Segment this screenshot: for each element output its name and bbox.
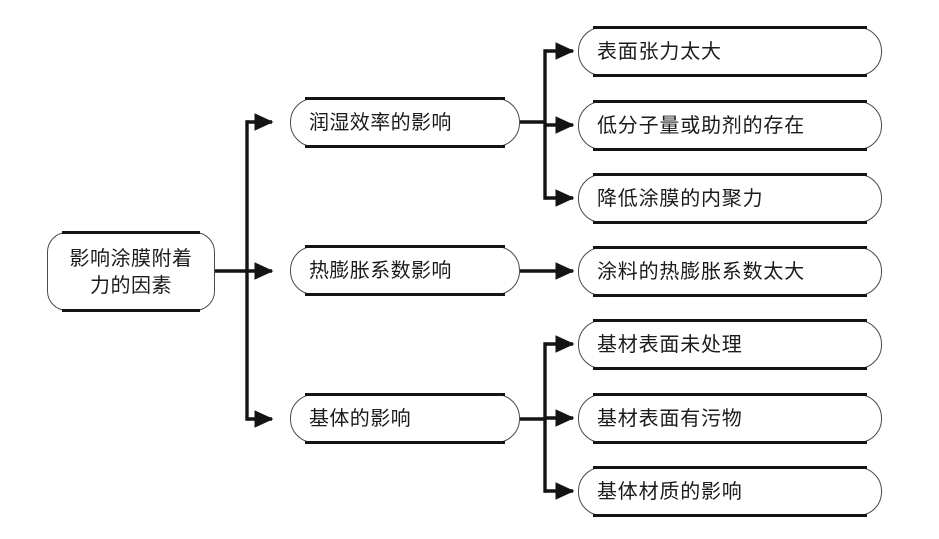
node-leaf-dirty-surface[interactable]: 基材表面有污物 xyxy=(578,393,882,444)
edge-substrate-trunk xyxy=(520,335,575,500)
node-leaf-cohesion-label: 降低涂膜的内聚力 xyxy=(597,186,764,211)
node-leaf-untreated-surface[interactable]: 基材表面未处理 xyxy=(578,319,882,370)
node-leaf-substrate-material[interactable]: 基体材质的影响 xyxy=(578,466,882,517)
node-leaf-low-molecular[interactable]: 低分子量或助剂的存在 xyxy=(578,100,882,151)
node-leaf-dirty-surface-label: 基材表面有污物 xyxy=(597,406,743,431)
node-root-label: 影响涂膜附着 力的因素 xyxy=(69,246,193,297)
node-leaf-untreated-surface-label: 基材表面未处理 xyxy=(597,332,743,357)
node-leaf-cohesion[interactable]: 降低涂膜的内聚力 xyxy=(578,173,882,224)
node-branch-wetting-label: 润湿效率的影响 xyxy=(309,110,452,135)
edge-wetting-trunk xyxy=(520,42,575,207)
node-leaf-surface-tension-label: 表面张力太大 xyxy=(597,39,722,64)
node-branch-wetting[interactable]: 润湿效率的影响 xyxy=(290,97,520,148)
node-leaf-surface-tension[interactable]: 表面张力太大 xyxy=(578,26,882,77)
node-leaf-low-molecular-label: 低分子量或助剂的存在 xyxy=(597,113,805,138)
node-branch-substrate[interactable]: 基体的影响 xyxy=(290,393,520,444)
node-leaf-substrate-material-label: 基体材质的影响 xyxy=(597,479,743,504)
node-branch-thermal-expansion-label: 热膨胀系数影响 xyxy=(309,258,452,283)
node-branch-thermal-expansion[interactable]: 热膨胀系数影响 xyxy=(290,245,520,296)
node-leaf-coating-expansion-label: 涂料的热膨胀系数太大 xyxy=(597,259,805,284)
node-root[interactable]: 影响涂膜附着 力的因素 xyxy=(47,231,215,312)
node-leaf-coating-expansion[interactable]: 涂料的热膨胀系数太大 xyxy=(578,246,882,297)
node-branch-substrate-label: 基体的影响 xyxy=(309,406,411,431)
